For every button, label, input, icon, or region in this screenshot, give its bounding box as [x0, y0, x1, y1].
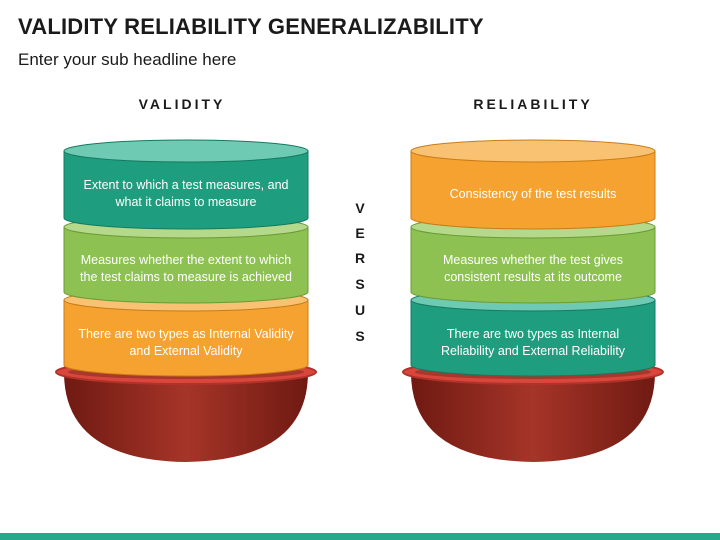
reliability-bowl	[411, 372, 655, 462]
reliability-heading: RELIABILITY	[473, 96, 593, 112]
validity-bowl	[64, 372, 308, 462]
validity-heading: VALIDITY	[138, 96, 226, 112]
reliability-stack	[402, 139, 664, 462]
reliability-band-3	[410, 299, 656, 377]
versus-letter-v: V	[355, 200, 365, 216]
validity-band-2	[63, 226, 309, 304]
versus-letter-s2: S	[355, 328, 365, 344]
validity-stack	[55, 139, 317, 462]
validity-band-3	[63, 299, 309, 377]
reliability-band-2	[410, 226, 656, 304]
page-title: VALIDITY RELIABILITY GENERALIZABILITY	[18, 14, 484, 39]
versus-letter-s: S	[355, 276, 365, 292]
versus-letter-u: U	[354, 302, 366, 318]
reliability-band-2-text: Measures whether the test gives consiste…	[443, 253, 623, 284]
validity-band-1-text: Extent to which a test measures, and wha…	[83, 178, 289, 209]
versus-letter-e: E	[355, 225, 365, 241]
page-subtitle: Enter your sub headline here	[18, 50, 237, 69]
bottom-accent-bar	[0, 533, 720, 540]
validity-band-2-text: Measures whether the extent to which the…	[80, 253, 292, 284]
validity-band-3-text: There are two types as Internal Validity…	[78, 327, 294, 358]
reliability-band-1-text: Consistency of the test results	[449, 186, 617, 201]
versus-letter-r: R	[354, 250, 366, 266]
reliability-band-1	[410, 150, 656, 230]
reliability-band-3-text: There are two types as Internal Reliabil…	[440, 327, 626, 358]
validity-band-1	[63, 150, 309, 230]
